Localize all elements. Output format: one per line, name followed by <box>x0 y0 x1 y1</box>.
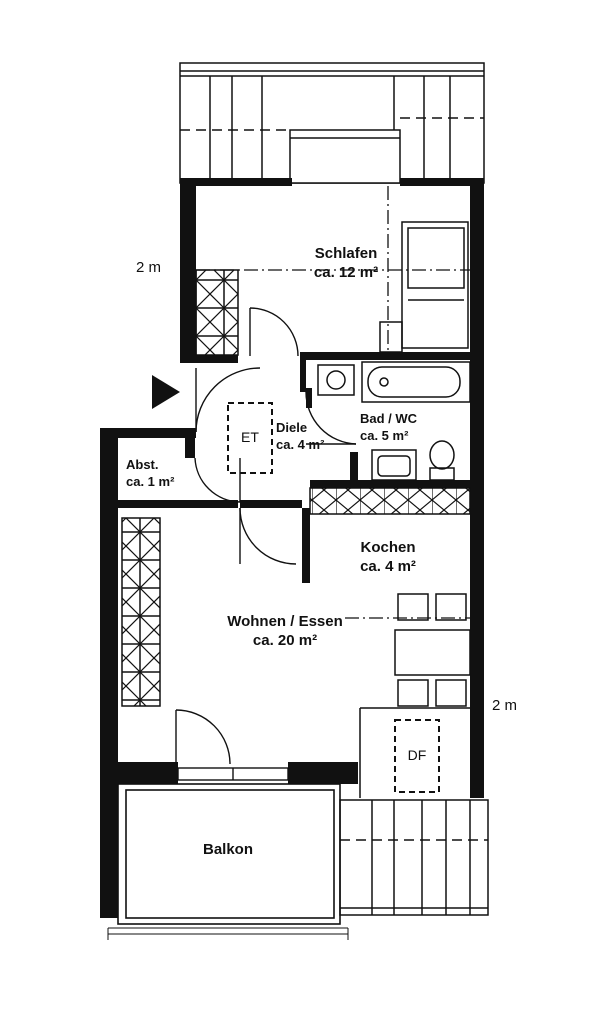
room-abst-name: Abst. <box>126 457 159 472</box>
df-fixture-box <box>394 719 440 793</box>
room-bad-area: ca. 5 m² <box>360 428 409 443</box>
dining-table <box>394 593 471 707</box>
room-diele-area: ca. 4 m² <box>276 437 325 452</box>
height-mark-left: 2 m <box>136 259 162 276</box>
room-schlafen-name: Schlafen <box>314 245 378 262</box>
room-wohnen: Wohnen / Essen ca. 20 m² <box>200 612 370 650</box>
roof-window-top <box>179 62 485 184</box>
room-bad-name: Bad / WC <box>360 411 418 426</box>
room-wohnen-area: ca. 20 m² <box>252 632 318 649</box>
room-diele: Diele ca. 4 m² <box>276 419 348 453</box>
kitchen-counter <box>309 487 471 515</box>
height-mark-right: 2 m <box>492 697 518 714</box>
room-wohnen-name: Wohnen / Essen <box>227 613 343 630</box>
room-schlafen-area: ca. 12 m² <box>313 264 379 281</box>
room-balkon-name: Balkon <box>202 841 253 858</box>
room-abst-area: ca. 1 m² <box>126 474 175 489</box>
balcony-window <box>177 767 289 781</box>
roof-window-bottom <box>339 799 489 916</box>
room-diele-name: Diele <box>276 420 308 435</box>
wardrobe-schlafen <box>195 269 239 356</box>
doors <box>175 307 357 765</box>
entrance-arrow-icon <box>152 375 180 409</box>
balcony <box>107 783 349 940</box>
fixture-df-label: DF <box>407 747 427 763</box>
room-balkon: Balkon <box>188 840 268 859</box>
room-kochen: Kochen ca. 4 m² <box>338 538 438 576</box>
bed <box>379 221 469 353</box>
wardrobe-wohnen <box>121 517 161 707</box>
lower-right-partition <box>359 707 470 798</box>
et-fixture-box <box>227 402 273 474</box>
exterior-walls <box>100 178 484 918</box>
room-abst: Abst. ca. 1 m² <box>126 456 196 490</box>
room-kochen-area: ca. 4 m² <box>360 558 416 575</box>
fixture-et-label: ET <box>241 429 259 445</box>
room-bad: Bad / WC ca. 5 m² <box>360 410 450 444</box>
room-schlafen: Schlafen ca. 12 m² <box>296 244 396 282</box>
interior-walls <box>118 352 472 583</box>
bathroom-fixtures <box>317 361 471 481</box>
room-kochen-name: Kochen <box>360 539 416 556</box>
slope-lines <box>196 186 470 619</box>
